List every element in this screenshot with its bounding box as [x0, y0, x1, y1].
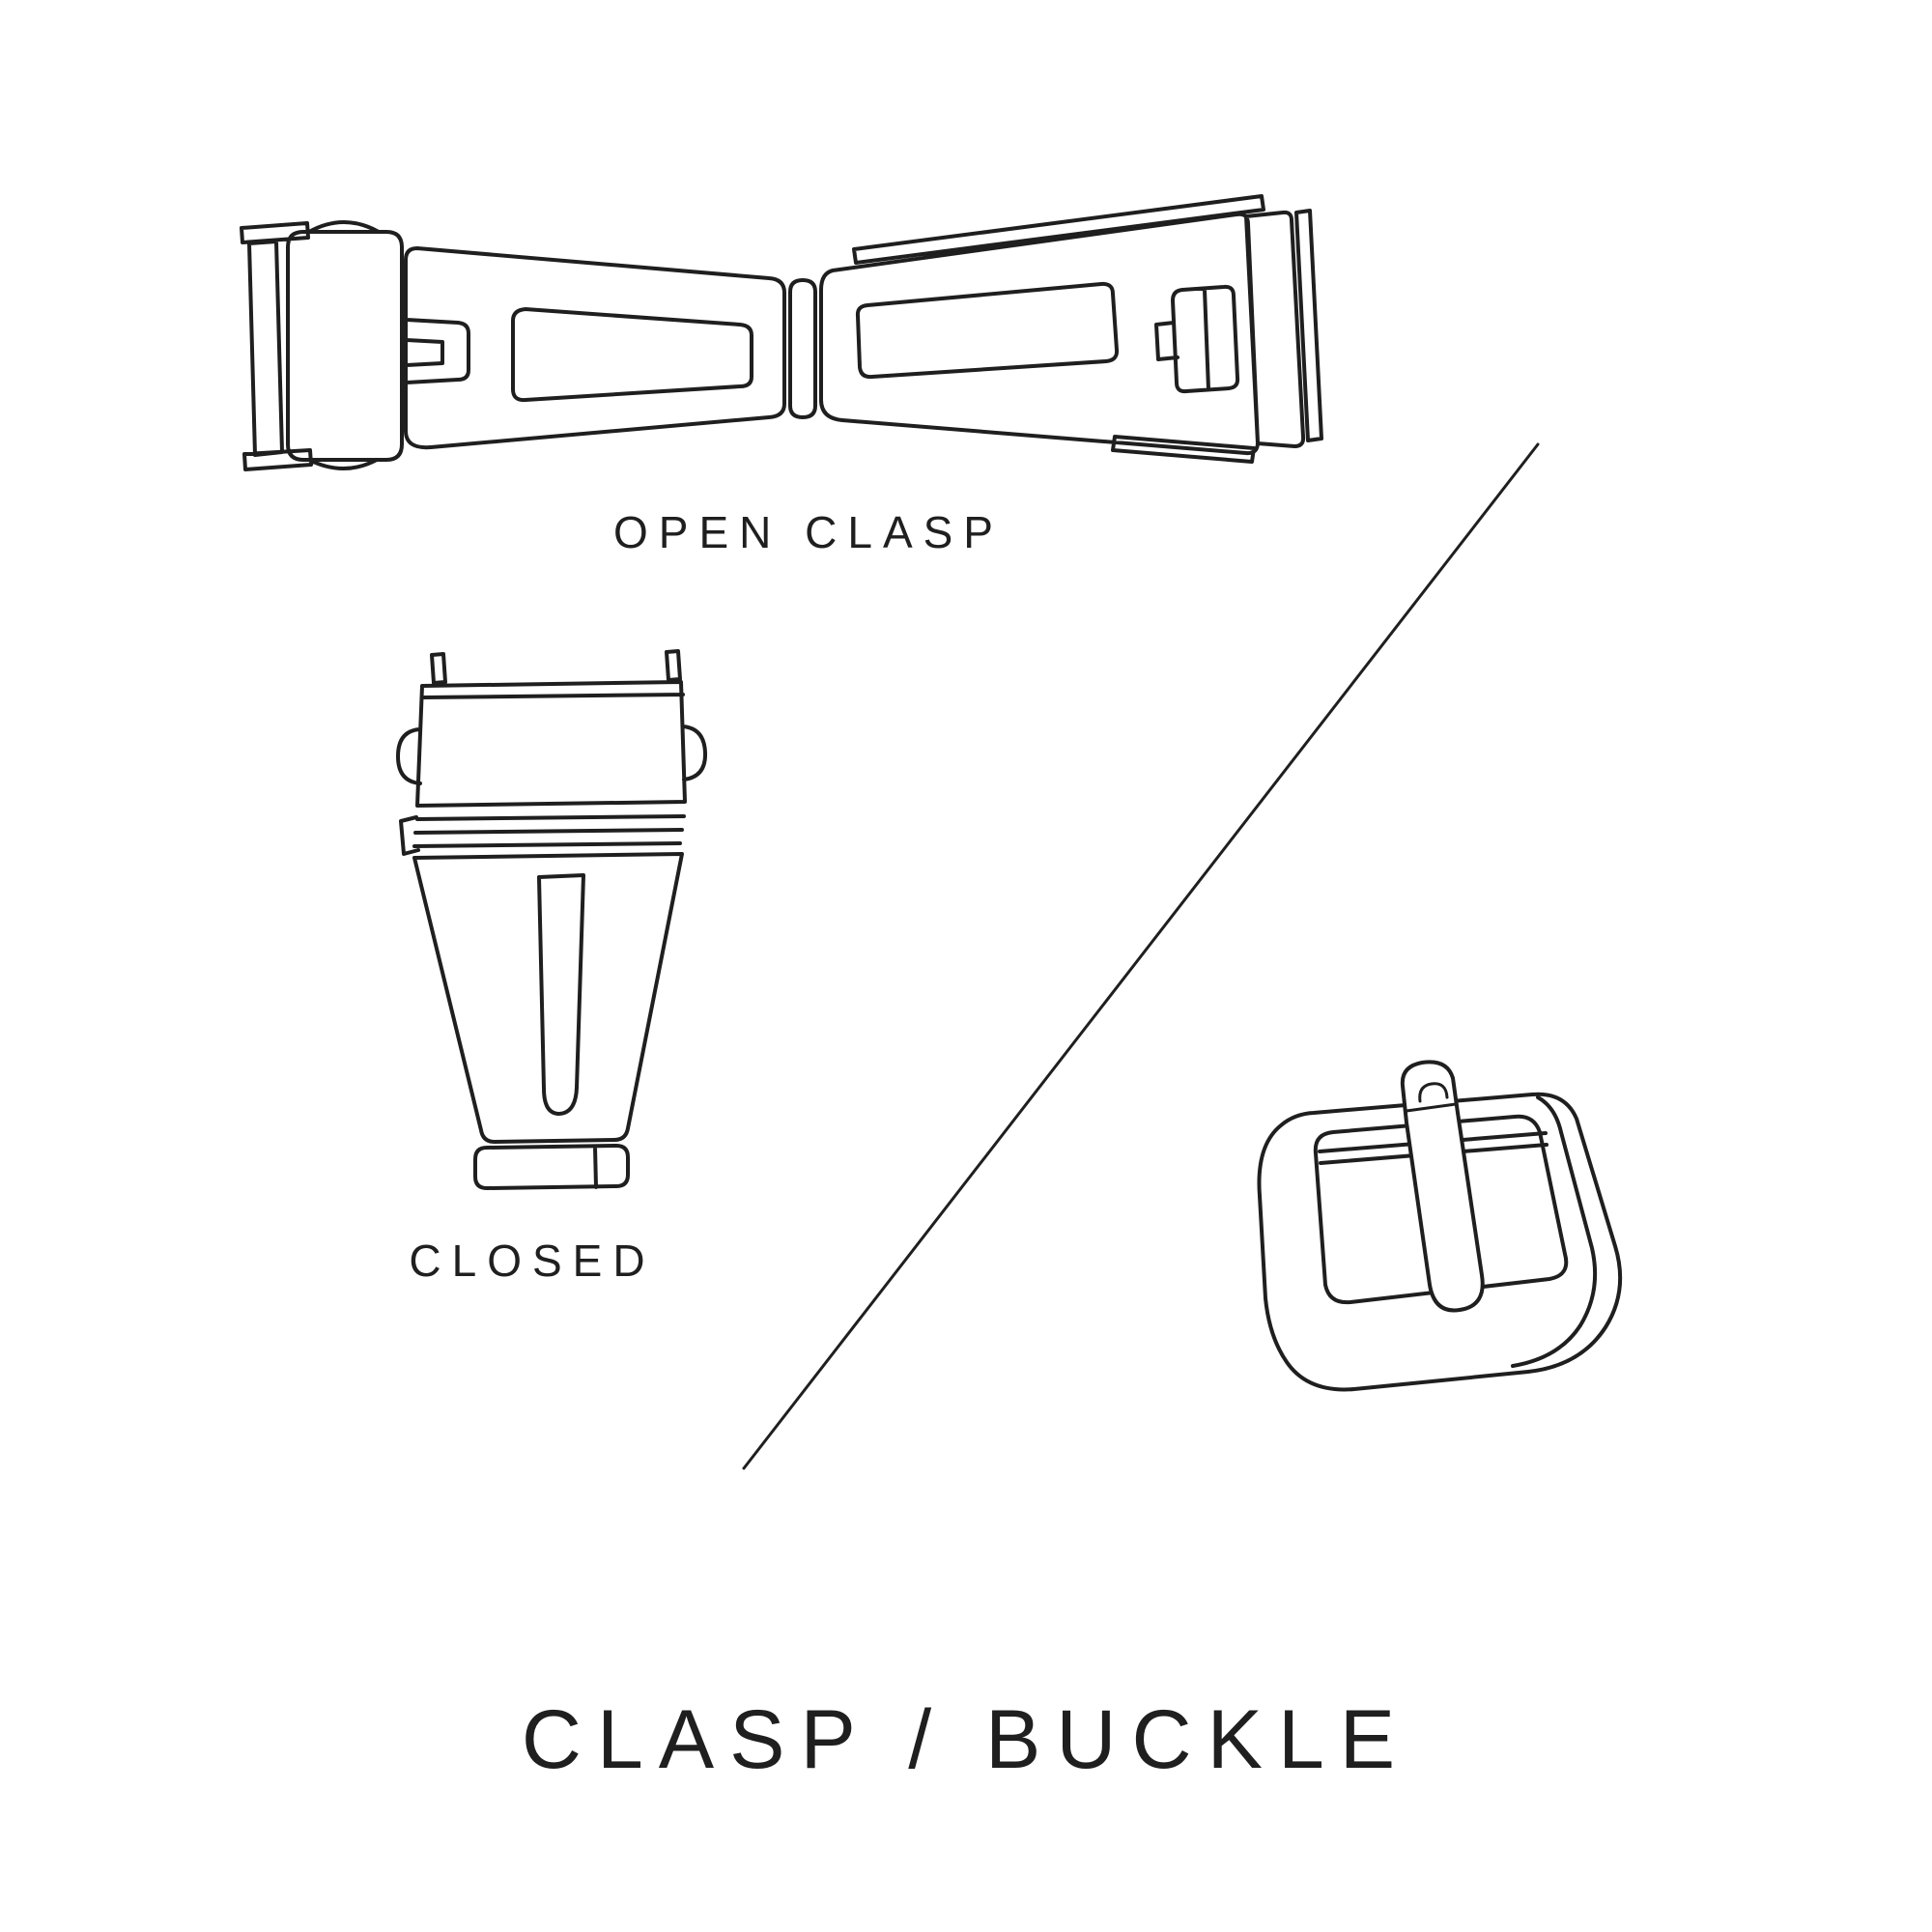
closed-clasp-outline-path [396, 649, 708, 1190]
pin-buckle-icon [1257, 1060, 1623, 1392]
closed-label: CLOSED [409, 1236, 656, 1286]
open-clasp-label: OPEN CLASP [613, 507, 1004, 557]
page-title: CLASP / BUCKLE [521, 1693, 1411, 1786]
buckle-tongue-path [1400, 1060, 1485, 1313]
closed-clasp-icon [396, 649, 708, 1190]
open-clasp-icon [240, 194, 1323, 471]
buckle-detail-path [1313, 1095, 1598, 1368]
open-clasp-outline-path [240, 194, 1323, 471]
buckle-tongue-fold-path [1405, 1082, 1458, 1113]
divider-line-icon [742, 442, 1540, 1470]
